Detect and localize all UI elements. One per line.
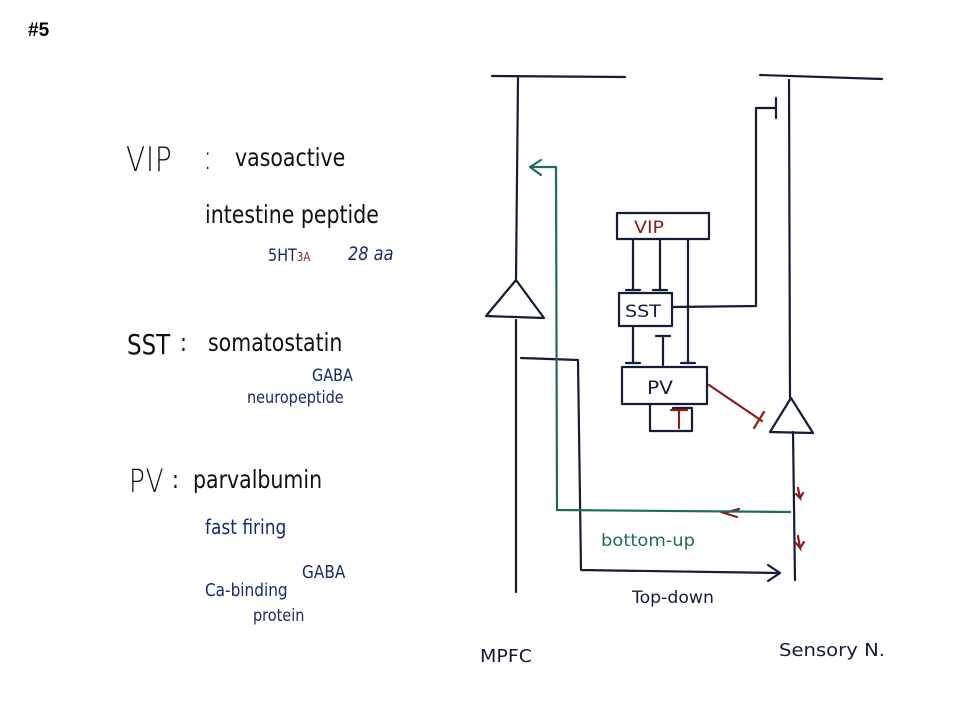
pv-detail-fast-firing: fast firing	[205, 515, 287, 539]
vip-box	[615, 211, 711, 241]
vip-sep: :	[203, 138, 214, 178]
mpfc-surface-line	[490, 74, 627, 79]
pv-sep: :	[172, 465, 179, 494]
mpfc-dendrite	[514, 76, 520, 282]
top-down-path	[519, 356, 780, 575]
pv-abbr: PV	[129, 462, 165, 500]
vip-name-line1: vasoactive	[235, 143, 346, 172]
vip-detail-3a: 3A	[296, 250, 311, 264]
pv-detail-ca-binding: Ca-binding	[205, 580, 288, 601]
sensory-axon	[791, 430, 797, 582]
sst-abbr: SST	[127, 328, 171, 361]
top-down-arrowhead	[766, 563, 782, 583]
pv-to-sensory-bar	[752, 410, 766, 430]
sst-box	[617, 291, 674, 328]
sst-detail-gaba: GABA	[312, 366, 353, 386]
sst-sep: :	[180, 328, 187, 357]
pv-detail-protein: protein	[253, 606, 305, 626]
sensory-red-arrow-2	[794, 534, 806, 552]
pv-to-sensory-soma	[707, 383, 764, 423]
pv-box-label: PV	[647, 377, 673, 399]
notes-panel: VIP : vasoactive intestine peptide 5HT3A…	[0, 0, 470, 720]
vip-detail-5ht: 5HT	[268, 246, 297, 266]
vip-abbr: VIP	[126, 140, 173, 180]
bottom-up-path	[529, 165, 792, 514]
sensory-surface-line	[758, 73, 884, 81]
sst-box-label: SST	[625, 302, 662, 322]
pv-box	[620, 365, 709, 406]
sst-to-dendrite	[670, 106, 778, 309]
vip-detail-28aa: 28 aa	[348, 243, 394, 265]
pv-self-loop	[648, 402, 694, 433]
slide-number: #5	[28, 20, 50, 41]
bottom-up-label: bottom-up	[601, 531, 695, 551]
vip-name-line2: intestine peptide	[205, 200, 379, 229]
pv-detail-gaba: GABA	[302, 562, 346, 583]
mpfc-pyramidal-cell	[484, 278, 546, 320]
bottom-up-arrowhead	[528, 158, 543, 177]
circuit-diagram: VIP SST PV bottom-up Top-down MPFC Senso…	[470, 60, 910, 680]
sst-name: somatostatin	[208, 328, 343, 357]
sensory-pyramidal-cell	[768, 396, 815, 435]
sst-detail-neuropeptide: neuropeptide	[247, 388, 344, 408]
sensory-dendrite	[787, 78, 792, 400]
sensory-red-arrow-1	[794, 486, 805, 502]
bottom-up-red-arrow	[720, 507, 741, 519]
top-down-label: Top-down	[631, 588, 714, 608]
vip-box-label: VIP	[634, 218, 664, 238]
pv-name: parvalbumin	[193, 465, 323, 494]
vip-detail-5ht3a: 5HT3A	[268, 246, 310, 266]
sensory-label: Sensory N.	[779, 640, 885, 661]
mpfc-label: MPFC	[480, 646, 532, 667]
circuit-svg: VIP SST PV bottom-up Top-down MPFC Senso…	[480, 73, 885, 667]
